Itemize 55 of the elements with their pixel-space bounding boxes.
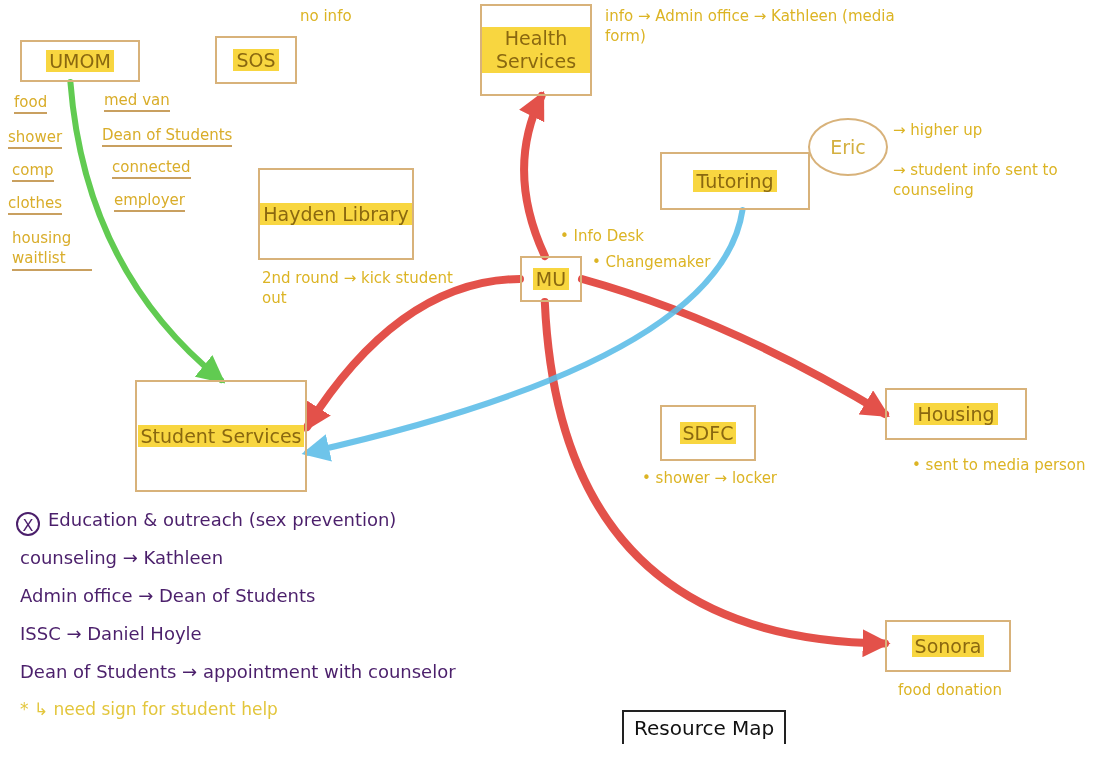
node-note: no info: [300, 6, 352, 27]
node-label: Tutoring: [693, 169, 777, 193]
node-label: Health Services: [482, 27, 590, 73]
node-label: Housing: [914, 402, 998, 426]
node-label: SOS: [233, 48, 279, 72]
node-note: med van: [104, 90, 170, 113]
name-circle: [808, 118, 888, 176]
location-box: [520, 256, 582, 302]
location-box: [215, 36, 297, 84]
node-note: clothes: [8, 193, 63, 216]
note-text: Admin office → Dean of Students: [20, 584, 316, 608]
node-note: food donation: [898, 680, 1003, 701]
location-box: [885, 620, 1011, 672]
circled-mark: X: [16, 512, 40, 536]
node-note: → higher up: [893, 120, 983, 141]
arrow: [303, 275, 524, 432]
note-text: counseling → Kathleen: [20, 546, 224, 570]
location-box: [660, 152, 810, 210]
node-note: • Changemaker: [592, 252, 711, 273]
arrow: [301, 207, 746, 462]
node-note: • sent to media person: [912, 455, 1086, 476]
node-label: Eric: [829, 135, 867, 159]
node-note: Dean of Students: [102, 125, 233, 148]
node-label: UMOM: [46, 49, 114, 73]
note-text: * ↳ need sign for student help: [20, 698, 278, 721]
node-note: info → Admin office → Kathleen (media form): [605, 6, 895, 47]
node-note: 2nd round → kick student out: [262, 268, 454, 309]
node-label: MU: [532, 267, 570, 291]
arrow: [578, 275, 890, 418]
note-text: ISSC → Daniel Hoyle: [20, 622, 202, 646]
node-label: SDFC: [679, 421, 737, 445]
node-note: housing waitlist: [12, 228, 92, 271]
node-note: employer: [114, 190, 185, 213]
node-note: comp: [12, 160, 54, 183]
node-label: Hayden Library: [260, 202, 412, 226]
arrow: [540, 298, 891, 657]
location-box: [660, 405, 756, 461]
node-note: shower: [8, 127, 63, 150]
node-note: • shower → locker: [642, 468, 778, 489]
node-label: Student Services: [137, 424, 305, 448]
location-box: [480, 4, 592, 96]
arrow: [519, 90, 549, 260]
location-box: [135, 380, 307, 492]
location-box: [885, 388, 1027, 440]
location-box: [258, 168, 414, 260]
location-box: [20, 40, 140, 82]
note-text: Education & outreach (sex prevention): [48, 508, 397, 532]
node-note: • Info Desk: [560, 226, 645, 247]
node-note: connected: [112, 157, 191, 180]
node-label: Sonora: [911, 634, 985, 658]
title: Resource Map: [622, 710, 787, 744]
note-text: Dean of Students → appointment with counselor: [20, 660, 456, 684]
arrow: [67, 79, 226, 384]
node-note: food: [14, 92, 48, 115]
node-note: → student info sent to counseling: [893, 160, 1059, 201]
